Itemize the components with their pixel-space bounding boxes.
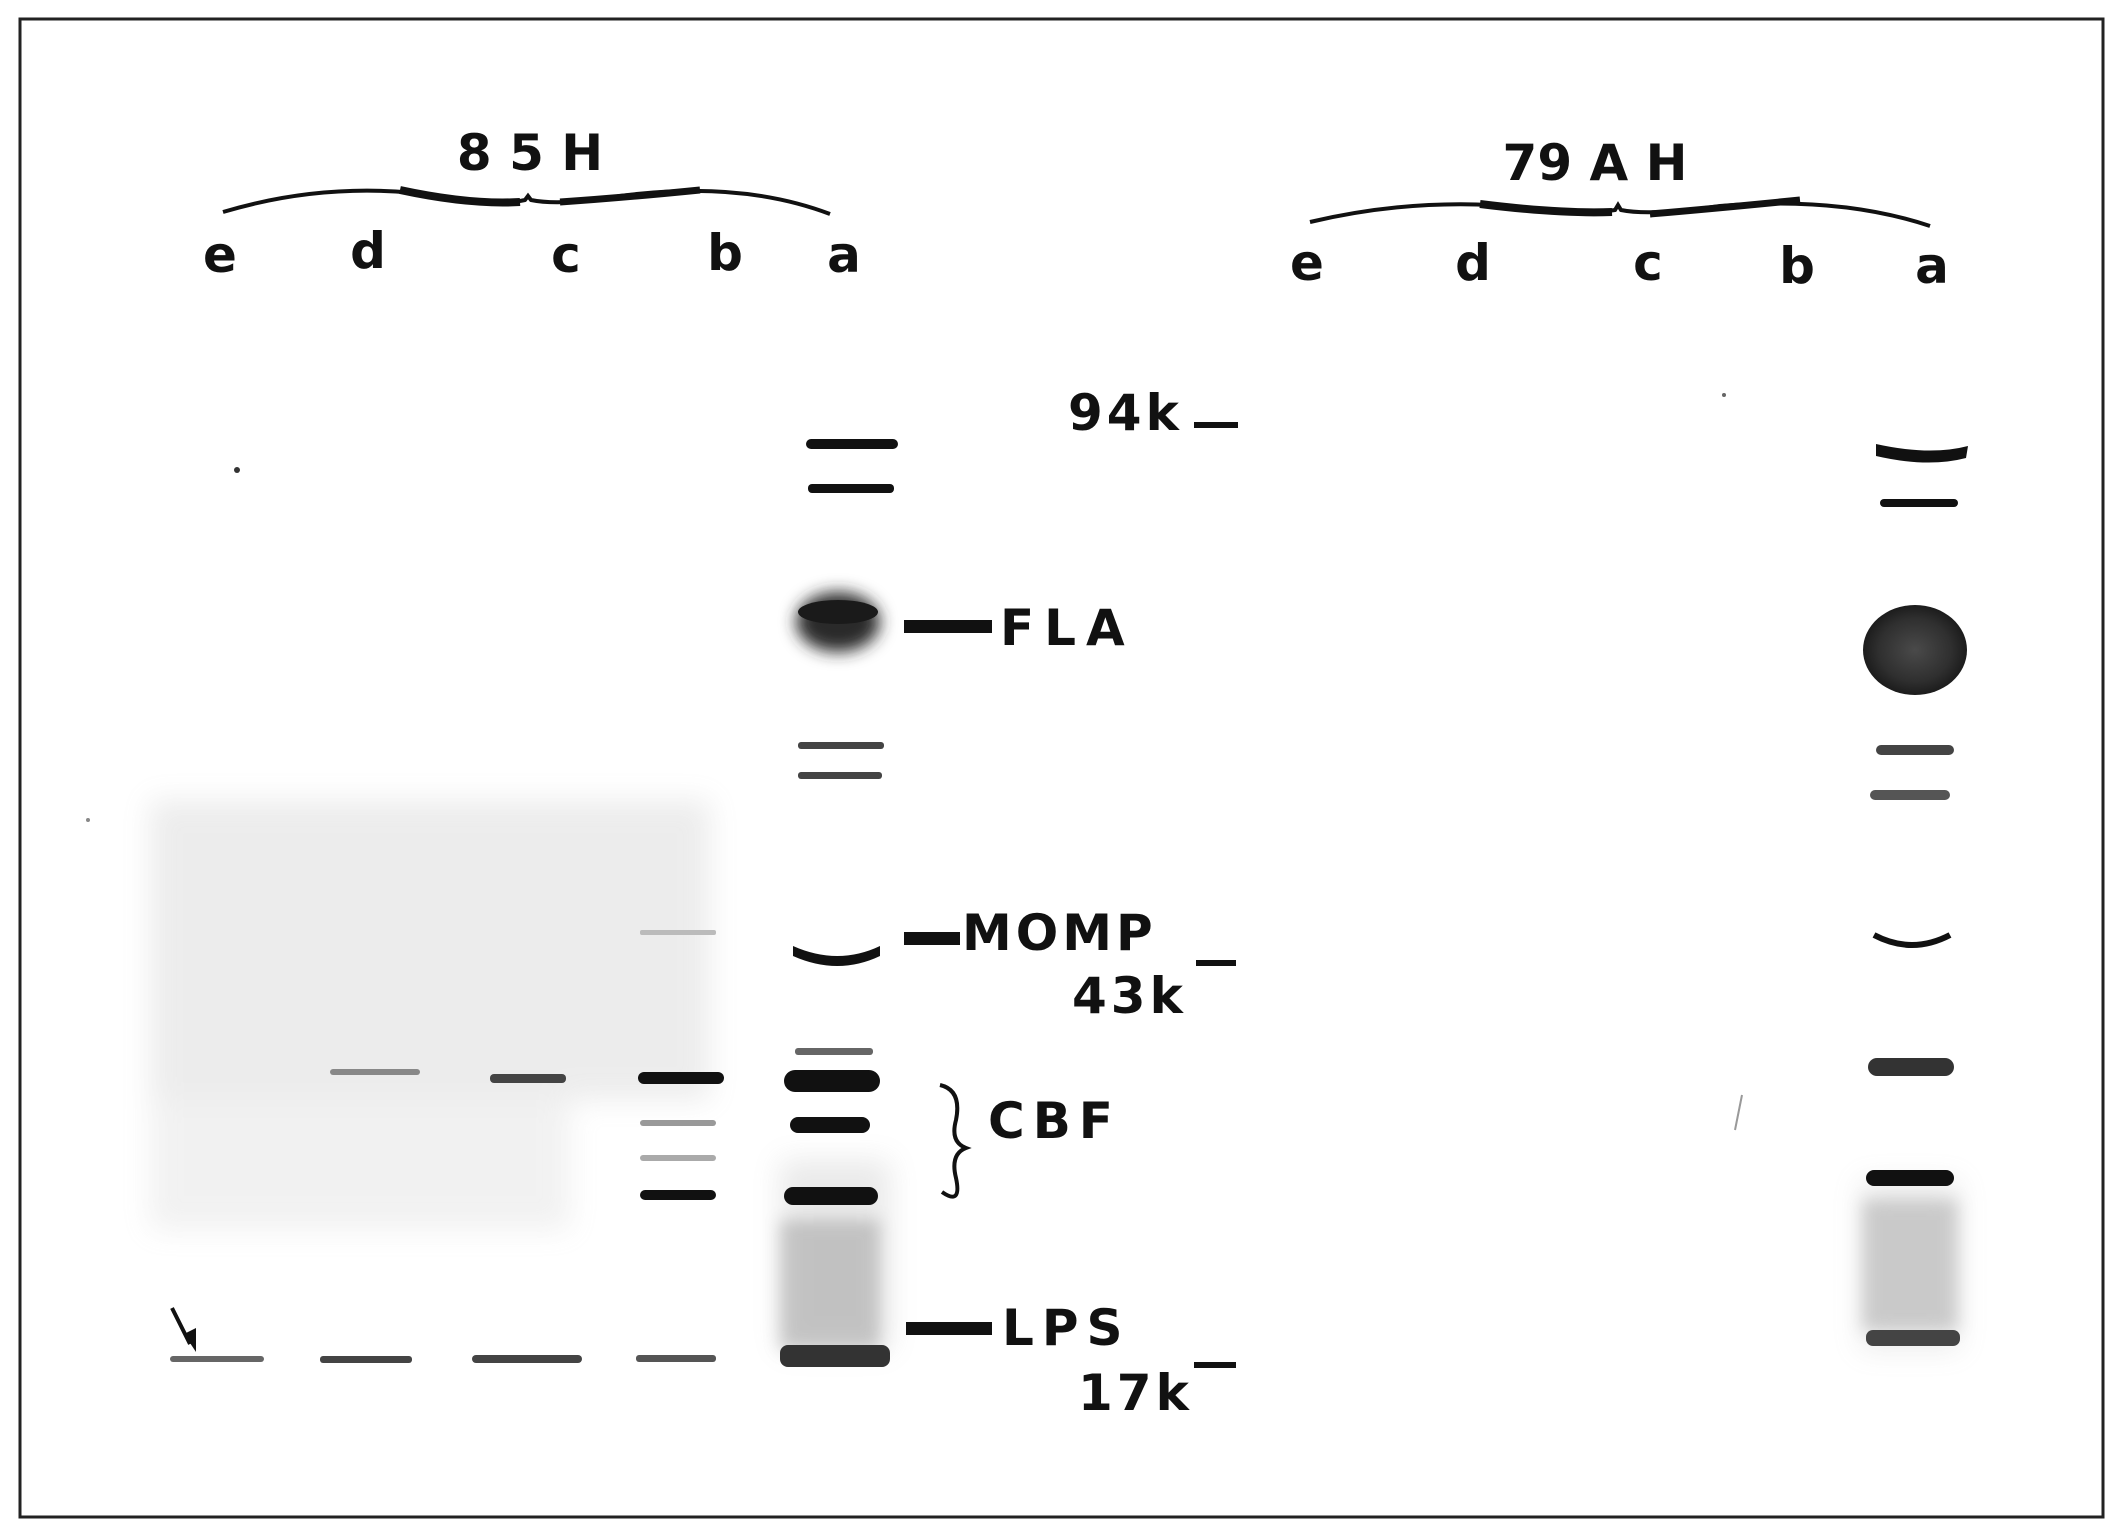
band — [636, 1355, 716, 1362]
band — [790, 1117, 870, 1133]
left-lane-d-label: d — [350, 222, 386, 280]
right-lane-b-label: b — [1779, 237, 1815, 295]
left-lane-d-bands — [320, 1069, 420, 1363]
marker-momp-label: MOMP — [962, 904, 1157, 962]
band — [780, 1345, 890, 1367]
right-lane-c-label: c — [1633, 234, 1663, 292]
speck — [1722, 393, 1726, 397]
left-group-title: 8 5 H — [457, 124, 603, 182]
marker-fla-label: FLA — [1000, 599, 1135, 657]
marker-94k-label: 94k — [1068, 384, 1183, 442]
marker-lps-bar — [906, 1322, 992, 1335]
band — [808, 484, 894, 493]
left-lane-a-bands — [780, 439, 898, 1367]
left-lane-c-bands — [472, 1074, 582, 1363]
right-group-brace — [1309, 201, 1931, 228]
band — [1880, 499, 1958, 507]
band — [798, 742, 884, 749]
band — [784, 1070, 880, 1092]
speck — [86, 818, 90, 822]
band — [640, 1190, 716, 1200]
marker-17k-tick — [1194, 1362, 1236, 1368]
band — [1868, 1058, 1954, 1076]
left-lane-b-bands — [636, 930, 724, 1362]
band — [1863, 605, 1967, 695]
band — [1876, 745, 1954, 755]
right-lane-d-label: d — [1455, 234, 1491, 292]
left-group-brace — [222, 188, 831, 216]
band — [784, 1187, 878, 1205]
marker-fla-bar — [904, 620, 992, 633]
marker-cbf-label: CBF — [988, 1092, 1121, 1150]
band — [1872, 932, 1952, 948]
band — [638, 1072, 724, 1084]
band — [170, 1356, 264, 1362]
left-lane-a-label: a — [827, 226, 861, 284]
band — [798, 772, 882, 779]
marker-momp-bar — [904, 932, 960, 945]
band — [1866, 1330, 1960, 1346]
left-lane-b-label: b — [707, 224, 743, 282]
scratch — [1734, 1094, 1743, 1131]
band — [472, 1355, 582, 1363]
left-lane-e-bands — [170, 1356, 264, 1362]
left-lane-e-label: e — [203, 226, 237, 284]
right-lane-e-label: e — [1290, 234, 1324, 292]
cbf-brace — [939, 1083, 972, 1199]
marker-17k-label: 17k — [1078, 1364, 1193, 1422]
left-lane-c-label: c — [551, 226, 581, 284]
right-lane-a-label: a — [1915, 237, 1949, 295]
band — [795, 1048, 873, 1055]
marker-43k-tick — [1196, 960, 1236, 966]
band — [1866, 1170, 1954, 1186]
marker-43k-label: 43k — [1072, 967, 1187, 1025]
marker-94k-tick — [1194, 422, 1238, 428]
band — [490, 1074, 566, 1083]
marker-lps-label: LPS — [1002, 1299, 1131, 1357]
speck — [234, 467, 240, 473]
right-group-title: 79 A H — [1503, 134, 1688, 192]
band — [806, 439, 898, 449]
band — [1876, 444, 1968, 463]
right-lane-a-bands — [1862, 444, 1968, 1346]
band — [330, 1069, 420, 1075]
figure-frame — [18, 17, 2105, 1519]
band — [320, 1356, 412, 1363]
band — [1870, 790, 1950, 800]
band — [793, 946, 880, 966]
arrow-icon — [170, 1307, 196, 1352]
